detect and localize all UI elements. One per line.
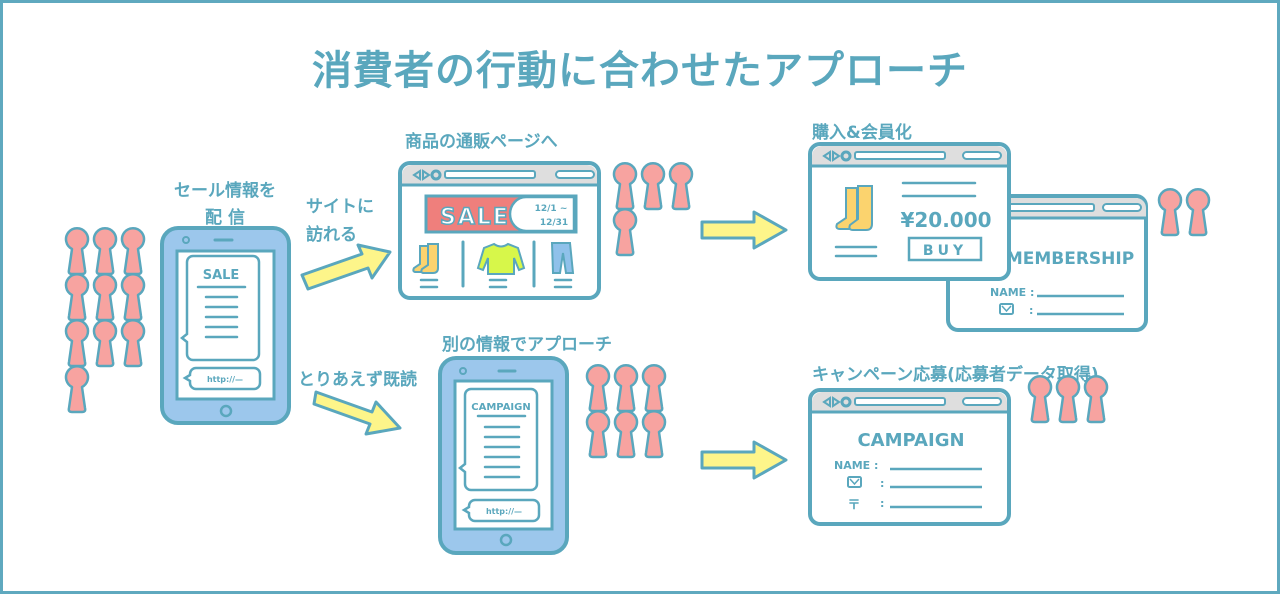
membership-name-label: NAME :	[990, 286, 1034, 299]
buy-button	[907, 236, 983, 262]
person-icon-sale-mail	[64, 318, 90, 368]
membership-mail-label: :	[1029, 304, 1033, 317]
link-bubble	[182, 366, 262, 391]
phone-sale-mail: SALE http://—	[160, 226, 291, 425]
boots-icon	[835, 185, 873, 231]
link-text-campaign: http://—	[486, 507, 522, 516]
arrow-just-read	[312, 390, 402, 436]
person-icon-shop-page	[640, 161, 666, 211]
label-sale-mail-line2: 配 信	[205, 208, 245, 228]
person-icon-campaign-mail	[641, 409, 667, 459]
person-icon-sale-mail	[92, 272, 118, 322]
buy-button-label: BUY	[923, 243, 967, 259]
boots-icon	[412, 243, 439, 274]
campaign-postal-label: :	[880, 497, 884, 510]
person-icon-campaign-entry	[1083, 374, 1109, 424]
label-visit-site-line1: サイトに	[306, 197, 374, 217]
browser-nav-icons	[412, 169, 595, 181]
person-icon-campaign-entry	[1027, 374, 1053, 424]
person-icon-sale-mail	[120, 226, 146, 276]
mail-icon	[847, 476, 862, 488]
phone-campaign-mail: CAMPAIGN http://—	[438, 356, 569, 555]
label-purchase: 購入&会員化	[812, 123, 912, 143]
link-text-sale: http://—	[207, 375, 243, 384]
link-bubble	[461, 498, 541, 523]
home-button-icon	[219, 404, 233, 418]
browser-shop-page: SALE 12/1 ~ 12/31	[398, 161, 601, 300]
diagram-title: 消費者の行動に合わせたアプローチ	[312, 48, 968, 94]
arrow-to-campaign-entry	[700, 440, 788, 480]
person-icon-purchase	[1185, 187, 1211, 237]
person-icon-sale-mail	[64, 364, 90, 414]
sale-date-from: 12/1 ~	[535, 204, 568, 214]
label-just-read: とりあえず既読	[298, 370, 417, 390]
person-icon-campaign-entry	[1055, 374, 1081, 424]
camera-icon	[182, 236, 190, 244]
person-icon-sale-mail	[64, 226, 90, 276]
home-button-icon	[499, 533, 513, 547]
camera-icon	[459, 367, 467, 375]
shirt-icon	[476, 242, 526, 275]
sale-banner-text: SALE	[440, 205, 510, 230]
person-icon-shop-page	[668, 161, 694, 211]
person-icon-campaign-mail	[641, 363, 667, 413]
person-icon-purchase	[1157, 187, 1183, 237]
label-visit-site-line2: 訪れる	[306, 225, 357, 245]
message-bubble	[457, 387, 539, 492]
jeans-icon	[550, 242, 575, 274]
arrow-to-purchase	[700, 210, 788, 250]
campaign-form-title: CAMPAIGN	[857, 430, 964, 451]
label-sale-mail: セール情報を 配 信	[150, 176, 300, 228]
label-campaign-entry: キャンペーン応募(応募者データ取得)	[812, 365, 1099, 385]
person-icon-sale-mail	[120, 318, 146, 368]
person-icon-campaign-mail	[613, 363, 639, 413]
sale-date-to: 12/31	[540, 218, 568, 228]
browser-campaign-entry: CAMPAIGN NAME : : 〒 :	[808, 388, 1011, 526]
arrow-visit-site	[300, 243, 392, 291]
label-shop-page: 商品の通販ページへ	[405, 132, 558, 152]
people-layer	[64, 161, 1211, 459]
campaign-name-label: NAME :	[834, 459, 878, 472]
product-price: ¥20.000	[900, 208, 991, 232]
person-icon-sale-mail	[64, 272, 90, 322]
person-icon-campaign-mail	[613, 409, 639, 459]
label-visit-site: サイトに 訪れる	[306, 192, 374, 245]
postal-icon: 〒	[847, 498, 860, 513]
person-icon-shop-page	[612, 161, 638, 211]
browser-purchase: ¥20.000 BUY	[808, 142, 1011, 281]
message-title-campaign: CAMPAIGN	[471, 402, 530, 413]
person-icon-sale-mail	[92, 226, 118, 276]
person-icon-shop-page	[612, 207, 638, 257]
label-sale-mail-line1: セール情報を	[174, 181, 276, 201]
label-campaign-mail: 別の情報でアプローチ	[442, 335, 612, 355]
campaign-mail-label: :	[880, 477, 884, 490]
message-title-sale: SALE	[203, 268, 240, 283]
person-icon-campaign-mail	[585, 409, 611, 459]
person-icon-sale-mail	[120, 272, 146, 322]
person-icon-campaign-mail	[585, 363, 611, 413]
mail-icon	[999, 303, 1014, 315]
person-icon-sale-mail	[92, 318, 118, 368]
membership-title: MEMBERSHIP	[1006, 249, 1134, 269]
